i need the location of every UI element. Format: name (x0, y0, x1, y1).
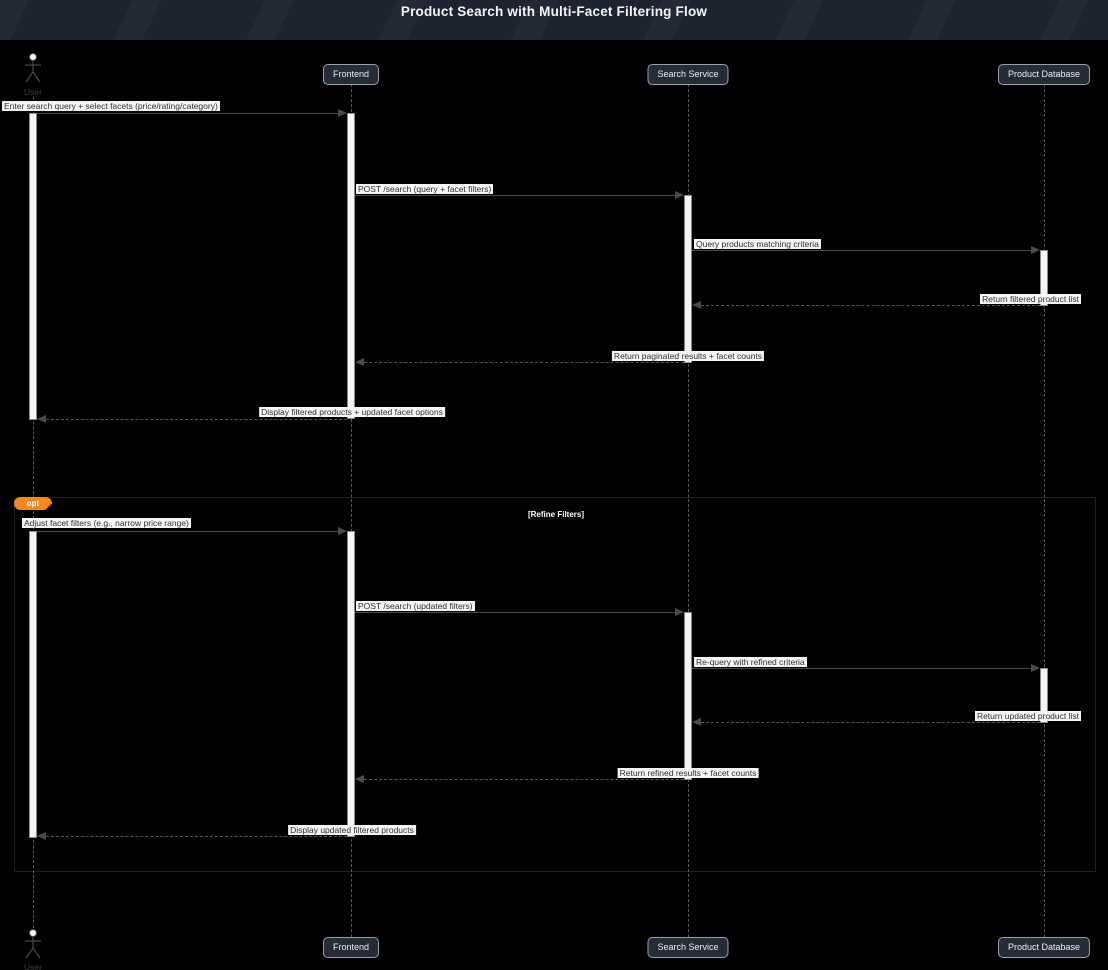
arrowhead-11 (37, 831, 46, 840)
participant-search-service-top: Search Service (647, 64, 729, 85)
message-label-8: Re-query with refined criteria (694, 657, 807, 667)
message-label-1: POST /search (query + facet filters) (356, 184, 494, 194)
message-arrow-5 (46, 419, 347, 420)
message-arrow-10 (364, 779, 684, 780)
activation-user-2 (29, 531, 37, 838)
activation-search-2 (684, 612, 692, 780)
message-label-2: Query products matching criteria (694, 239, 821, 249)
activation-user-1 (29, 113, 37, 420)
diagram-header-bar: Product Search with Multi-Facet Filterin… (0, 0, 1108, 40)
message-arrow-8 (692, 668, 1031, 669)
message-label-7: POST /search (updated filters) (356, 601, 475, 611)
message-label-3: Return filtered product list (980, 294, 1081, 304)
participant-frontend-top: Frontend (322, 64, 380, 85)
message-arrow-6 (37, 531, 338, 532)
lifeline-user (33, 97, 34, 933)
message-arrow-4 (364, 362, 684, 363)
arrowhead-0 (338, 108, 347, 117)
arrowhead-4 (355, 357, 364, 366)
message-arrow-9 (701, 722, 1040, 723)
arrowhead-2 (1031, 245, 1040, 254)
activation-database-2 (1040, 668, 1048, 723)
arrowhead-7 (675, 607, 684, 616)
participant-user-label-bottom: User (24, 962, 42, 970)
message-arrow-2 (692, 250, 1031, 251)
message-label-5: Display filtered products + updated face… (259, 407, 445, 417)
message-label-10: Return refined results + facet counts (617, 768, 759, 778)
arrowhead-8 (1031, 663, 1040, 672)
message-label-11: Display updated filtered products (288, 825, 416, 835)
opt-fragment-condition: [Refine Filters] (527, 510, 585, 519)
lifeline-product-database (1044, 84, 1045, 937)
message-arrow-11 (46, 836, 347, 837)
diagram-title: Product Search with Multi-Facet Filterin… (400, 4, 708, 19)
activation-frontend-1 (347, 113, 355, 419)
activation-database-1 (1040, 250, 1048, 306)
message-arrow-3 (701, 305, 1040, 306)
message-label-6: Adjust facet filters (e.g., narrow price… (22, 518, 191, 528)
arrowhead-10 (355, 774, 364, 783)
lifeline-frontend (351, 84, 352, 937)
participant-product-database-top: Product Database (997, 64, 1091, 85)
message-label-9: Return updated product list (974, 711, 1081, 721)
opt-fragment-box (14, 497, 1096, 872)
participant-user-label-top: User (24, 87, 42, 97)
opt-fragment-operator: opt (14, 497, 52, 510)
message-arrow-7 (355, 612, 675, 613)
participant-product-database-bottom: Product Database (997, 937, 1091, 958)
lifeline-search-service (688, 84, 689, 937)
participant-search-service-bottom: Search Service (647, 937, 729, 958)
arrowhead-6 (338, 526, 347, 535)
arrowhead-1 (675, 190, 684, 199)
arrowhead-9 (692, 717, 701, 726)
activation-frontend-2 (347, 531, 355, 837)
message-label-4: Return paginated results + facet counts (611, 351, 765, 361)
activation-search-1 (684, 195, 692, 363)
message-arrow-1 (355, 195, 675, 196)
participant-frontend-bottom: Frontend (322, 937, 380, 958)
message-label-0: Enter search query + select facets (pric… (2, 101, 220, 111)
user-actor-icon-top (22, 52, 44, 93)
arrowhead-3 (692, 300, 701, 309)
arrowhead-5 (37, 414, 46, 423)
message-arrow-0 (37, 113, 338, 114)
user-actor-icon-bottom (22, 928, 44, 969)
